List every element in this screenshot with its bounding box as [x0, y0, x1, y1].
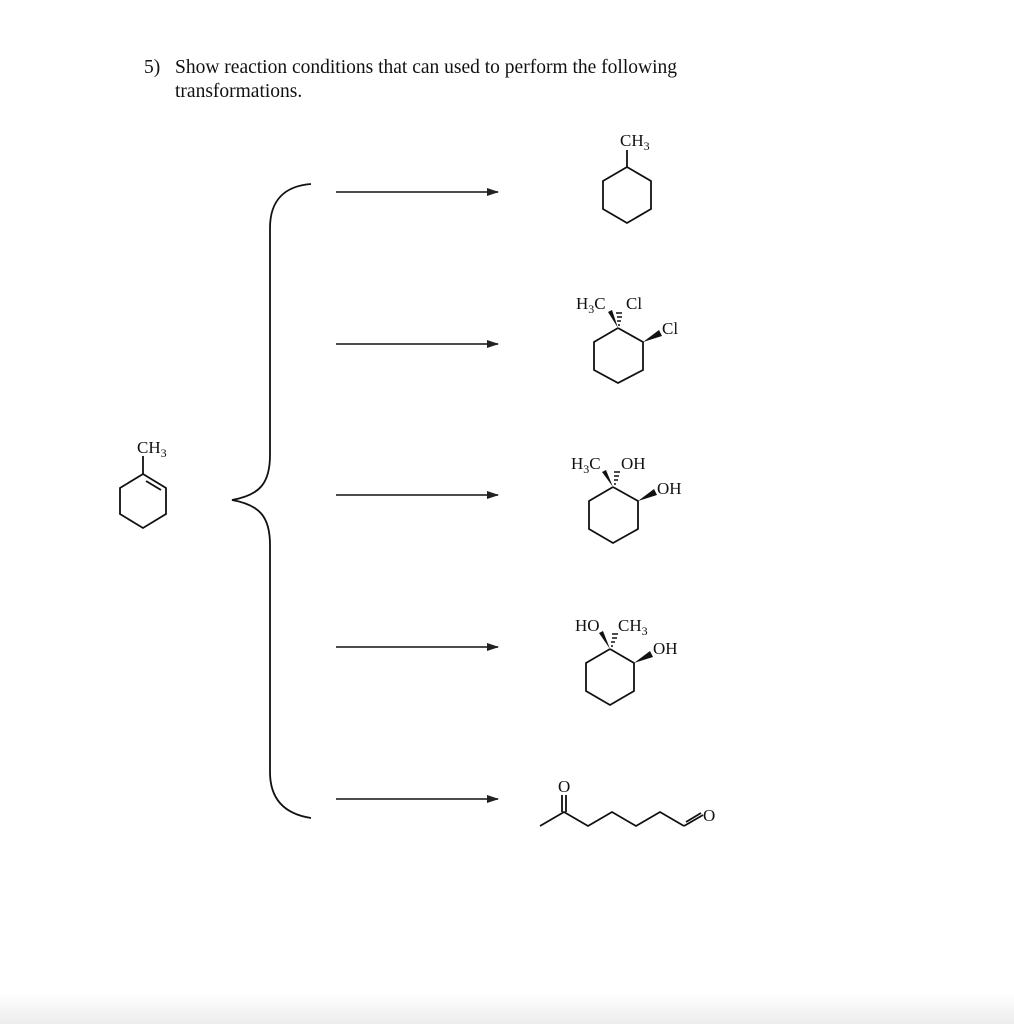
product-2-h3c-label: H3C — [576, 294, 606, 316]
product-4-ho-label: HO — [575, 616, 600, 635]
bottom-fade — [0, 994, 1014, 1024]
product-5-structure — [539, 795, 704, 828]
product-3-oh1-label: OH — [621, 454, 646, 473]
product-2-wedge-cl — [643, 330, 662, 342]
question-number: 5) — [144, 57, 161, 78]
product-1-structure — [602, 150, 652, 225]
curly-brace — [231, 183, 312, 819]
product-2-hash-cl — [616, 312, 622, 326]
question-text: Show reaction conditions that can used t… — [175, 56, 815, 104]
product-4-wedge-oh — [634, 651, 653, 663]
question-line-1: Show reaction conditions that can used t… — [175, 57, 678, 78]
product-3-wedge-methyl — [602, 470, 613, 487]
product-2-cl1-label: Cl — [626, 294, 642, 313]
product-2-structure — [593, 327, 644, 385]
starting-material-structure — [119, 456, 167, 530]
product-5-aldehyde-o-label: O — [703, 806, 715, 825]
product-4-wedge-ho — [599, 631, 610, 649]
product-3-hash-oh — [614, 471, 620, 485]
product-3-oh2-label: OH — [657, 479, 682, 498]
product-1-ch3-label: CH3 — [620, 131, 650, 153]
product-4-hash-ch3 — [611, 633, 618, 647]
product-3-structure — [588, 486, 639, 545]
product-4-oh-label: OH — [653, 639, 678, 658]
product-5-ketone-o-label: O — [558, 777, 570, 796]
question-line-2: transformations. — [175, 81, 303, 102]
product-2-cl2-label: Cl — [662, 319, 678, 338]
product-2-wedge-methyl — [608, 310, 618, 328]
product-4-structure — [585, 648, 635, 707]
product-3-h3c-label: H3C — [571, 454, 601, 476]
product-4-ch3-label: CH3 — [618, 616, 648, 638]
product-3-wedge-oh — [638, 489, 657, 501]
starting-material-ch3-label: CH3 — [137, 438, 167, 460]
